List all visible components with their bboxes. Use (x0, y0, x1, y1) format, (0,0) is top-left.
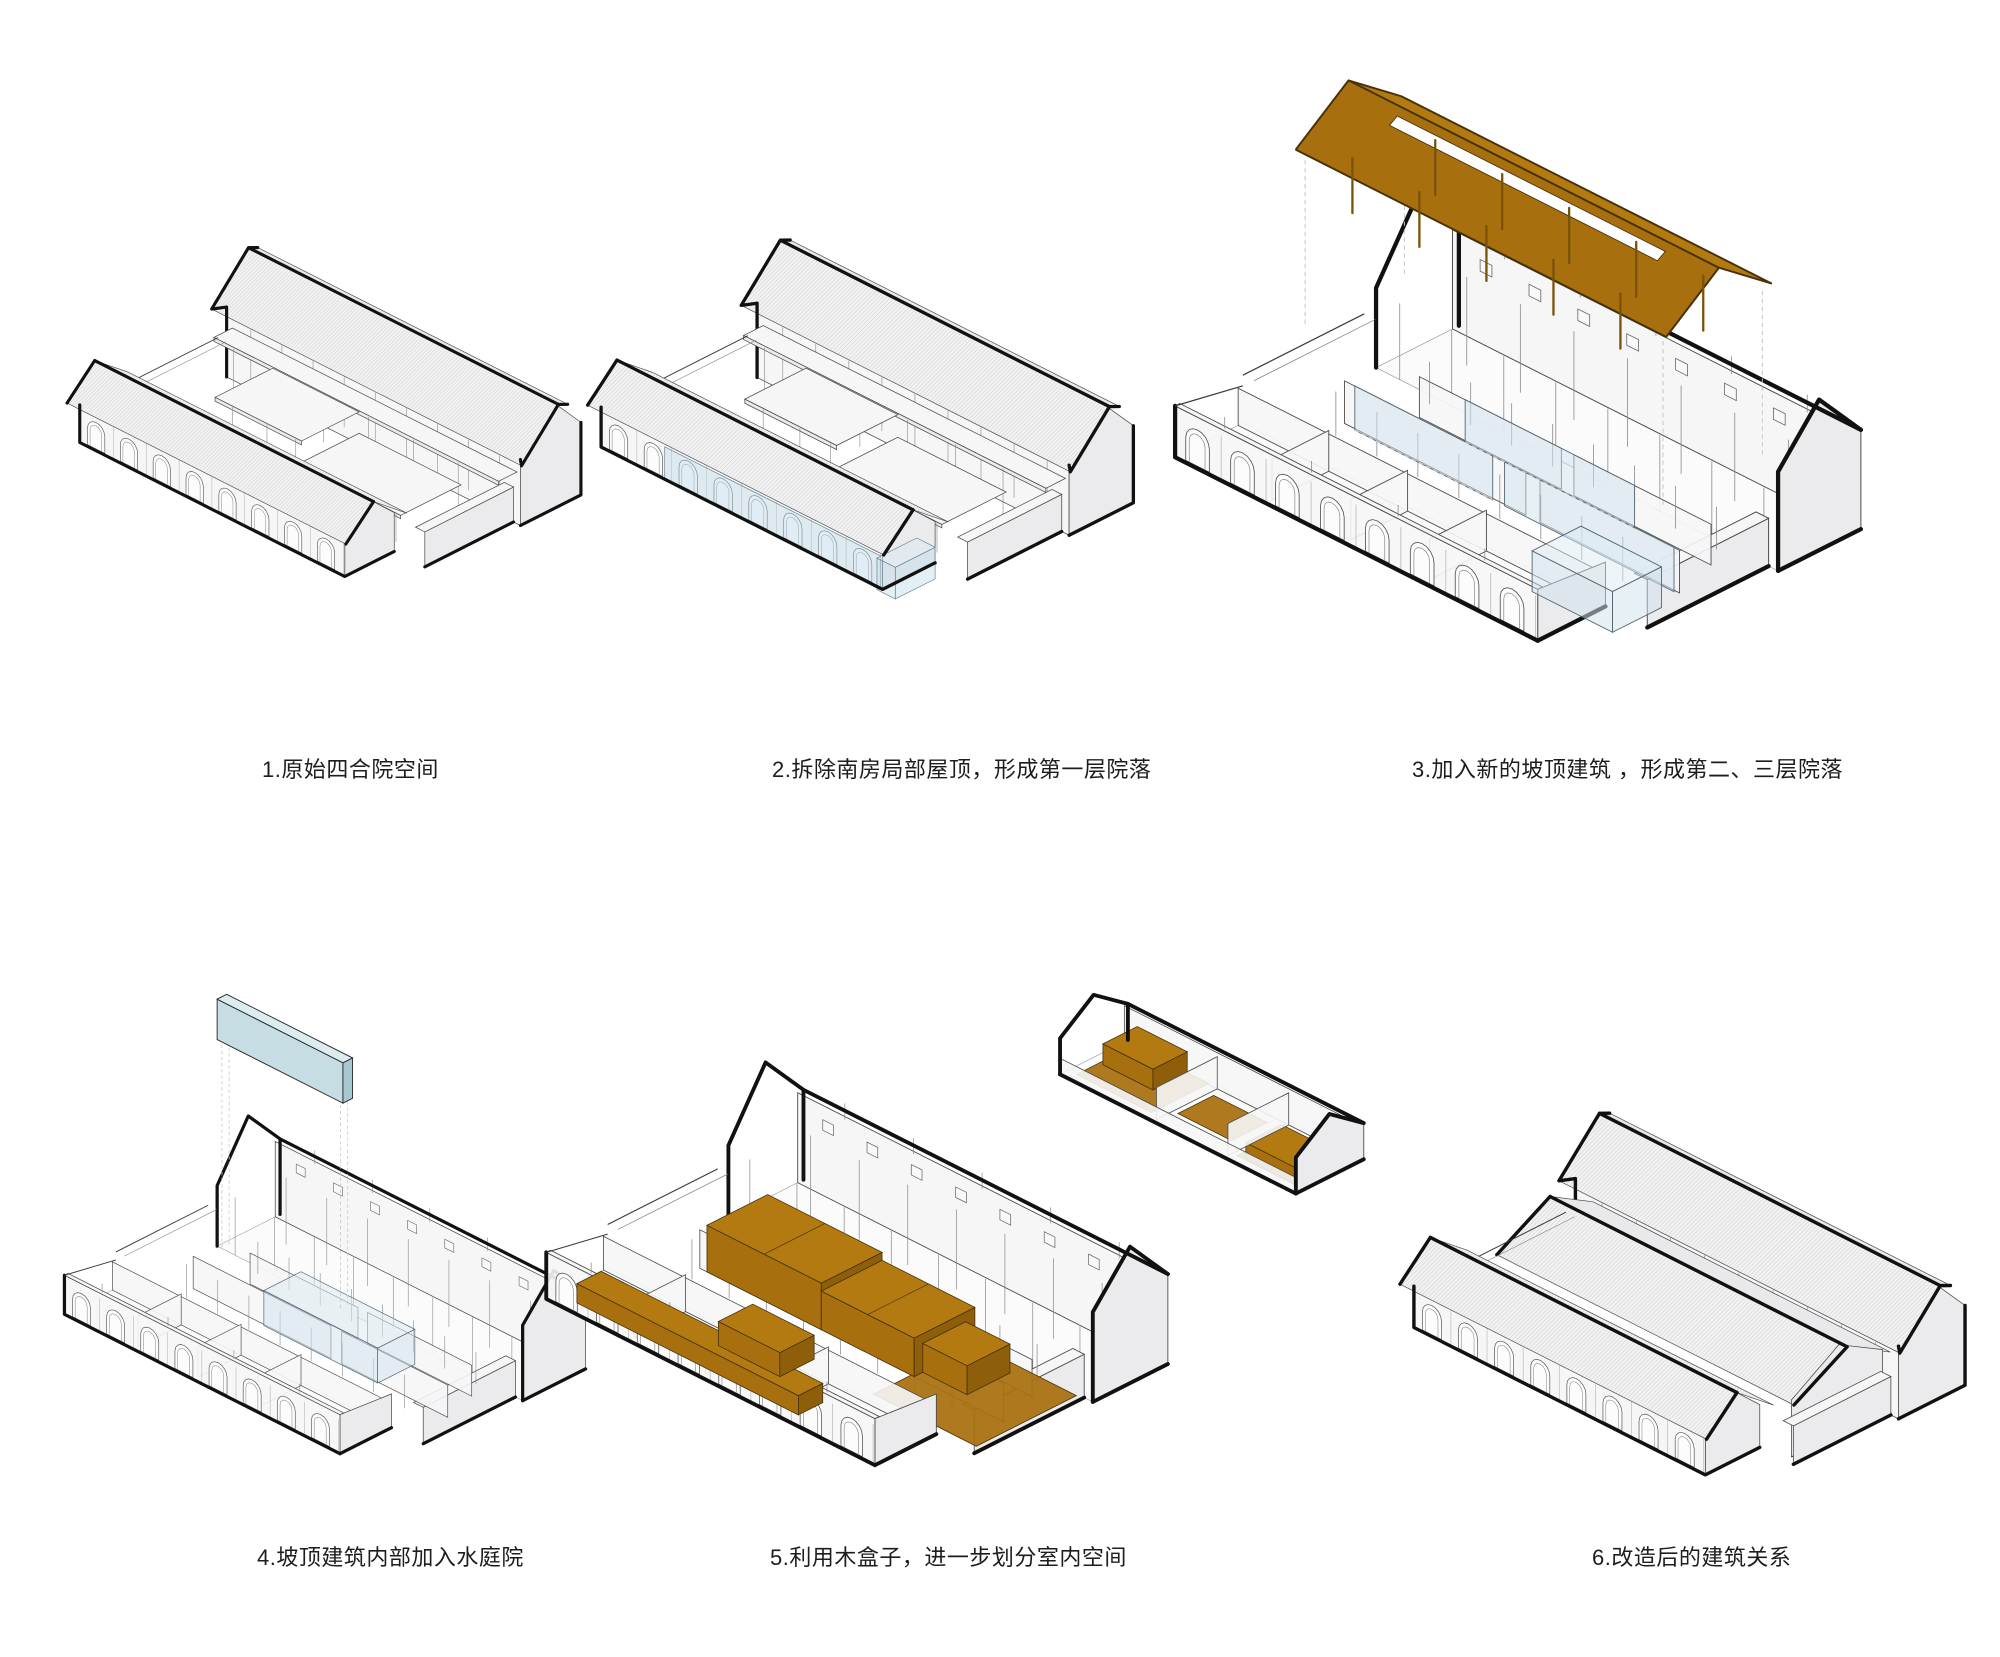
axon-step4-water-courtyard (55, 938, 595, 1510)
axon-drawing-step6 (1398, 1111, 1967, 1477)
axon-drawing-step5 (544, 992, 1366, 1468)
axon-step5-wood-boxes (535, 945, 1375, 1515)
axon-drawing-step1 (65, 246, 583, 579)
caption-step5: 5.利用木盒子，进一步划分室内空间 (770, 1545, 1127, 1570)
axon-drawing-step4 (62, 993, 588, 1456)
caption-step3: 3.加入新的坡顶建筑 ，形成第二、三层院落 (1412, 757, 1843, 782)
caption-step2: 2.拆除南房局部屋顶，形成第一层院落 (772, 757, 1152, 782)
axon-step2-partial-roof-removed (578, 222, 1143, 617)
axon-step6-final-building (1390, 1078, 1975, 1510)
axon-drawing-step3 (1172, 79, 1864, 643)
axon-step3-new-pitched-roof (1118, 68, 1918, 653)
caption-step6: 6.改造后的建筑关系 (1592, 1545, 1792, 1570)
axon-step1-original-courtyard (58, 222, 590, 602)
caption-step1: 1.原始四合院空间 (262, 757, 439, 782)
caption-step4: 4.坡顶建筑内部加入水庭院 (257, 1545, 524, 1570)
axon-drawing-step2 (585, 238, 1136, 600)
